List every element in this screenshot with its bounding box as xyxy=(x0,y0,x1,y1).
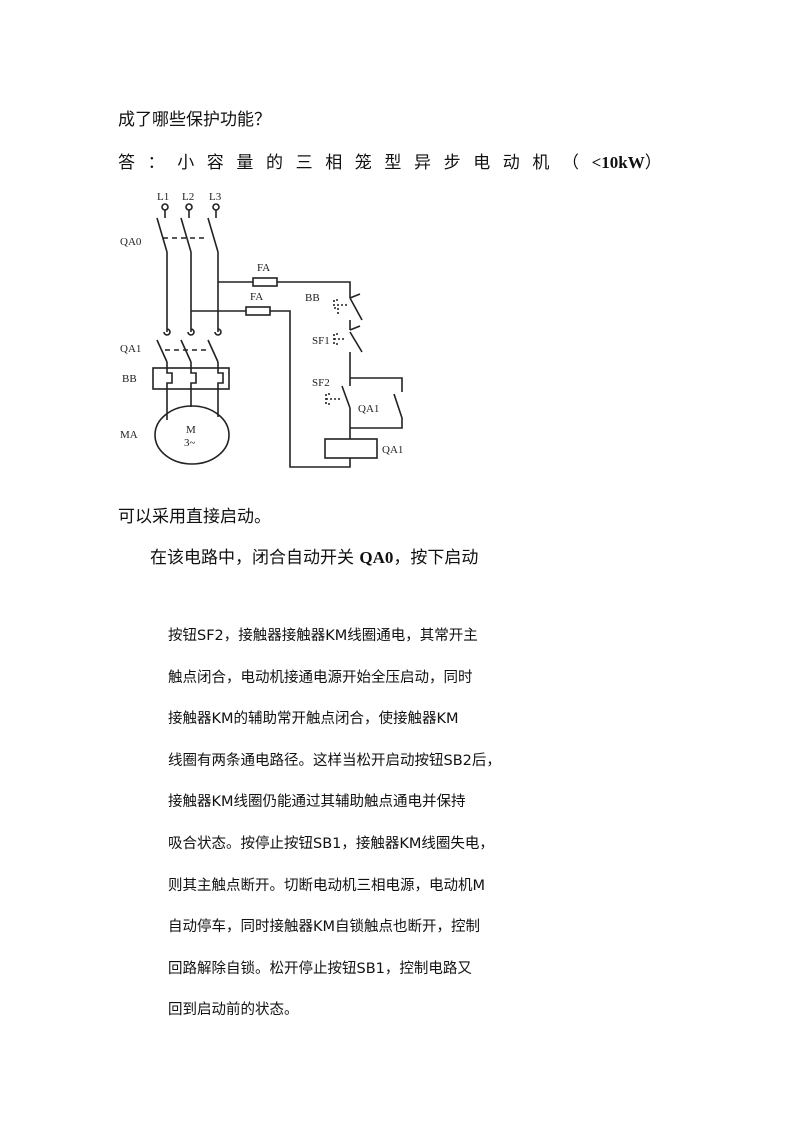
motor-m-label: M xyxy=(186,424,196,436)
body-line: 按钮SF2，接触器接触器KM线圈通电，其常开主 xyxy=(168,628,478,644)
label-l3: L3 xyxy=(209,191,222,203)
explanation-body: 按钮SF2，接触器接触器KM线圈通电，其常开主 触点闭合，电动机接通电源开始全压… xyxy=(168,626,501,1042)
label-qa0: QA0 xyxy=(120,236,142,248)
control-wire-top xyxy=(218,281,351,298)
intro-suffix: ，按下启动 xyxy=(393,548,479,568)
control-wire-bottom xyxy=(191,310,351,468)
latch-wire-top xyxy=(350,377,403,392)
answer-prefix: 答：小容量的三相笼型异步电动机（ xyxy=(118,153,592,173)
answer-suffix: ） xyxy=(644,153,675,173)
qa1-coil xyxy=(324,438,378,459)
qa1-aux-contact xyxy=(350,393,403,429)
terminals xyxy=(161,203,220,218)
sf1-stop-button xyxy=(333,325,363,378)
answer-heading: 答：小容量的三相笼型异步电动机（<10kW） xyxy=(118,148,674,173)
body-line: 吸合状态。按停止按钮SB1，接触器KM线圈失电， xyxy=(168,835,494,852)
motor-phase-label: 3~ xyxy=(184,437,196,449)
label-bb-left: BB xyxy=(122,373,137,385)
intro-switch: QA0 xyxy=(359,548,394,567)
bb-nc-contact xyxy=(333,293,363,330)
body-line: 线圈有两条通电路径。这样当松开启动按钮SB2后， xyxy=(168,752,501,769)
label-sf2: SF2 xyxy=(312,377,330,389)
qa0-breaker xyxy=(156,217,219,253)
fuse-fa-bottom xyxy=(245,306,271,316)
qa1-main-contacts xyxy=(156,339,219,368)
label-ma: MA xyxy=(120,429,138,441)
sf2-actuator xyxy=(325,393,340,405)
body-line: 回到启动前的状态。 xyxy=(168,1002,299,1019)
label-qa1-coil: QA1 xyxy=(382,444,403,456)
body-line: 接触器KM的辅助常开触点闭合，使接触器KM xyxy=(168,711,459,728)
label-qa1-main: QA1 xyxy=(120,343,141,355)
label-fa-top: FA xyxy=(257,262,270,274)
label-sf1: SF1 xyxy=(312,335,330,347)
label-qa1-aux: QA1 xyxy=(358,403,379,415)
body-line: 接触器KM线圈仍能通过其辅助触点通电并保持 xyxy=(168,794,466,811)
body-line: 触点闭合，电动机接通电源开始全压启动，同时 xyxy=(168,669,473,686)
label-l2: L2 xyxy=(182,191,194,203)
label-bb-right: BB xyxy=(305,292,320,304)
sf2-start-button xyxy=(341,378,351,439)
label-l1: L1 xyxy=(157,191,169,203)
question-heading: 成了哪些保护功能？ xyxy=(118,110,271,130)
intro-text: 在该电路中，闭合自动开关 QA0，按下启动 xyxy=(150,543,478,568)
body-line: 自动停车，同时接触器KM自锁触点也断开，控制 xyxy=(168,919,481,936)
intro-prefix: 在该电路中，闭合自动开关 xyxy=(150,548,360,568)
qa1-main-contacts-fixed xyxy=(163,328,222,336)
fuse-fa-top xyxy=(252,277,278,287)
direct-start-text: 可以采用直接启动。 xyxy=(118,507,271,527)
label-fa-bottom: FA xyxy=(250,291,263,303)
main-phase-lines xyxy=(166,252,219,332)
motor-ma xyxy=(154,405,230,465)
bb-thermal-relay xyxy=(152,367,230,420)
body-line: 则其主触点断开。切断电动机三相电源，电动机M xyxy=(168,877,486,894)
body-line: 回路解除自锁。松开停止按钮SB1，控制电路又 xyxy=(168,960,472,977)
answer-power: <10kW xyxy=(591,153,645,172)
